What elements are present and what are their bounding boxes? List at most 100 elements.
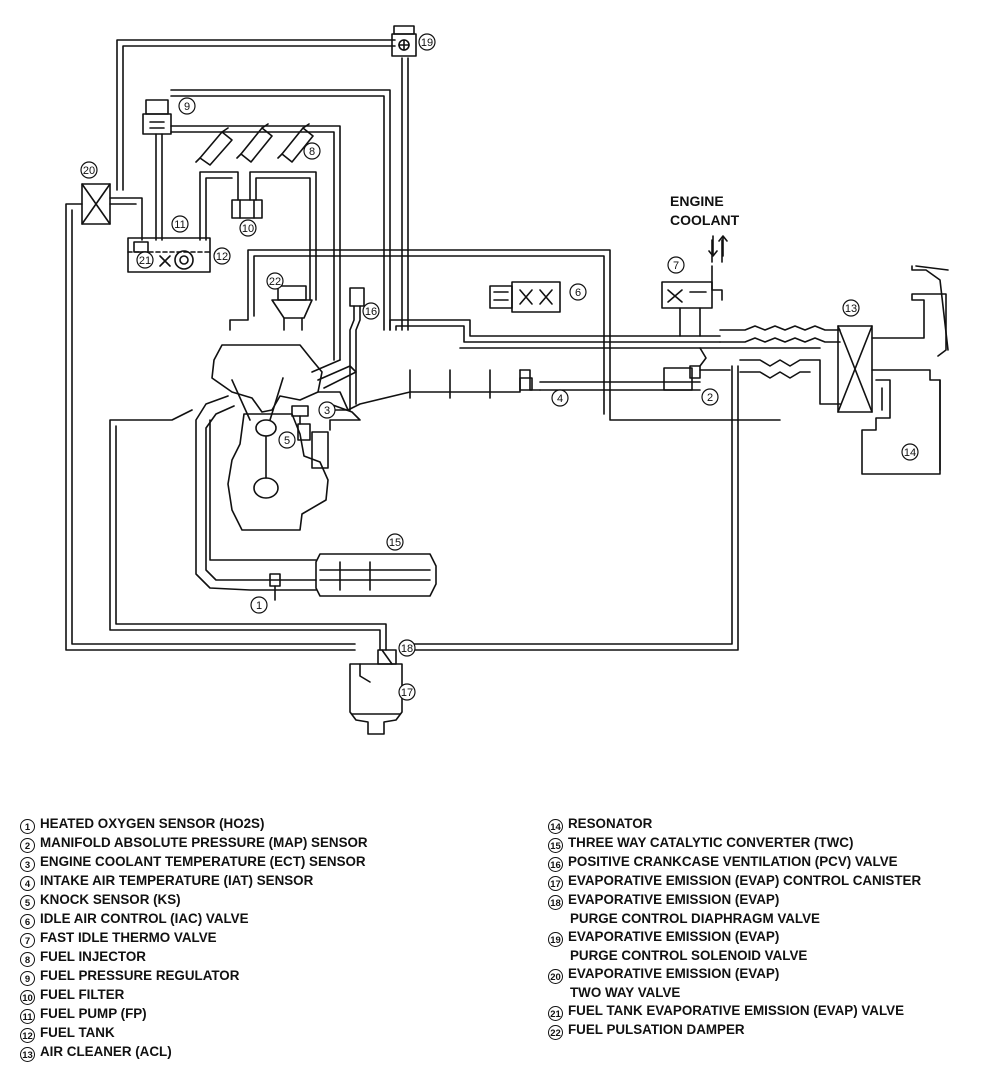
legend-text: AIR CLEANER (ACL) [40, 1044, 172, 1059]
catalytic-converter [315, 553, 437, 597]
legend-item-right-3: 16 POSITIVE CRANKCASE VENTILATION (PCV) V… [548, 853, 921, 872]
legend-text: IDLE AIR CONTROL (IAC) VALVE [40, 911, 249, 926]
engine-coolant-line-1: ENGINE [670, 193, 724, 209]
callout-number: 16 [365, 306, 377, 318]
legend-text: POSITIVE CRANKCASE VENTILATION (PCV) VAL… [568, 854, 898, 869]
fuel-tank [127, 237, 211, 273]
legend-number: 20 [548, 968, 563, 984]
evap-top-hose [116, 39, 409, 331]
ect-sensor [291, 405, 309, 425]
ho2s-sensor [269, 573, 281, 601]
map-sensor [663, 347, 707, 391]
engine-block [211, 344, 357, 531]
legend-number: 9 [20, 971, 35, 986]
legend-text: FUEL FILTER [40, 987, 125, 1002]
callout-number: 6 [575, 287, 581, 299]
callout-number: 10 [242, 223, 254, 235]
callout-14: 14 [901, 443, 919, 461]
callout-number: 4 [557, 393, 563, 405]
purge-diaphragm-valve [377, 649, 397, 665]
legend-item-right-5: 18 EVAPORATIVE EMISSION (EVAP) [548, 891, 921, 910]
callout-number: 11 [174, 219, 185, 231]
callout-number: 2 [707, 392, 713, 404]
legend-item-left-2: 2 MANIFOLD ABSOLUTE PRESSURE (MAP) SENSOR [20, 834, 368, 853]
callout-22: 22 [266, 272, 284, 290]
callout-9: 9 [178, 97, 196, 115]
two-way-valve [65, 183, 356, 651]
legend-text: EVAPORATIVE EMISSION (EVAP) CONTROL CANI… [568, 873, 922, 888]
legend-number: 10 [20, 990, 35, 1005]
legend-number: 17 [548, 876, 563, 891]
callout-20: 20 [80, 161, 98, 179]
callout-2: 2 [701, 388, 719, 406]
legend-text: ENGINE COOLANT TEMPERATURE (ECT) SENSOR [40, 854, 366, 869]
callout-number: 9 [184, 101, 190, 113]
intake-duct [399, 325, 841, 651]
legend-text: TWO WAY VALVE [570, 984, 681, 1000]
legend-number: 4 [20, 876, 35, 891]
pcv-valve [329, 287, 365, 411]
legend-item-left-12: 12 FUEL TANK [20, 1024, 368, 1043]
callout-15: 15 [386, 533, 404, 551]
callout-number: 1 [256, 600, 262, 612]
callout-number: 14 [904, 447, 916, 459]
legend-item-right-6-line-2: PURGE CONTROL SOLENOID VALVE [548, 947, 921, 965]
legend-text: MANIFOLD ABSOLUTE PRESSURE (MAP) SENSOR [40, 835, 368, 850]
callout-18: 18 [398, 639, 416, 657]
callout-number: 15 [389, 537, 401, 549]
legend-number: 6 [20, 914, 35, 929]
callout-11: 11 [171, 215, 189, 233]
callout-6: 6 [569, 283, 587, 301]
callout-13: 13 [842, 299, 860, 317]
air-cleaner [837, 265, 949, 471]
legend-text: EVAPORATIVE EMISSION (EVAP) [568, 892, 780, 907]
legend-number: 21 [548, 1005, 563, 1021]
legend-text: KNOCK SENSOR (KS) [40, 892, 181, 907]
legend-number: 22 [548, 1024, 563, 1040]
callout-1: 1 [250, 596, 268, 614]
legend-item-right-9: 22 FUEL PULSATION DAMPER [548, 1021, 921, 1040]
callout-number: 3 [324, 405, 330, 417]
legend-number: 12 [20, 1028, 35, 1043]
legend-number: 8 [20, 952, 35, 967]
resonator [861, 379, 941, 475]
legend-number: 16 [548, 857, 563, 872]
legend-item-right-7-line-2: TWO WAY VALVE [548, 984, 921, 1002]
fuel-filter [199, 171, 317, 301]
vacuum-lines [229, 249, 821, 421]
fuel-rail [170, 125, 341, 361]
callout-3: 3 [318, 401, 336, 419]
evap-canister [349, 663, 403, 735]
callout-number: 21 [139, 255, 151, 267]
engine-coolant-label: ENGINE COOLANT [670, 192, 739, 230]
callout-5: 5 [278, 431, 296, 449]
legend-text: FUEL TANK [40, 1025, 115, 1040]
legend-item-left-10: 10 FUEL FILTER [20, 986, 368, 1005]
callout-number: 8 [309, 146, 315, 158]
callout-8: 8 [303, 142, 321, 160]
callout-21: 21 [136, 251, 154, 269]
callout-7: 7 [667, 256, 685, 274]
callout-number: 13 [845, 303, 857, 315]
legend-text: PURGE CONTROL SOLENOID VALVE [570, 947, 808, 963]
legend-number: 1 [20, 819, 35, 834]
legend-text: FUEL PULSATION DAMPER [568, 1021, 745, 1037]
callout-number: 17 [401, 687, 413, 699]
callout-19: 19 [418, 33, 436, 51]
fast-idle-thermo-valve [661, 239, 723, 337]
legend-text: PURGE CONTROL DIAPHRAGM VALVE [570, 911, 820, 926]
legend-number: 2 [20, 838, 35, 853]
iat-sensor [519, 377, 533, 391]
legend-number: 18 [548, 895, 563, 910]
